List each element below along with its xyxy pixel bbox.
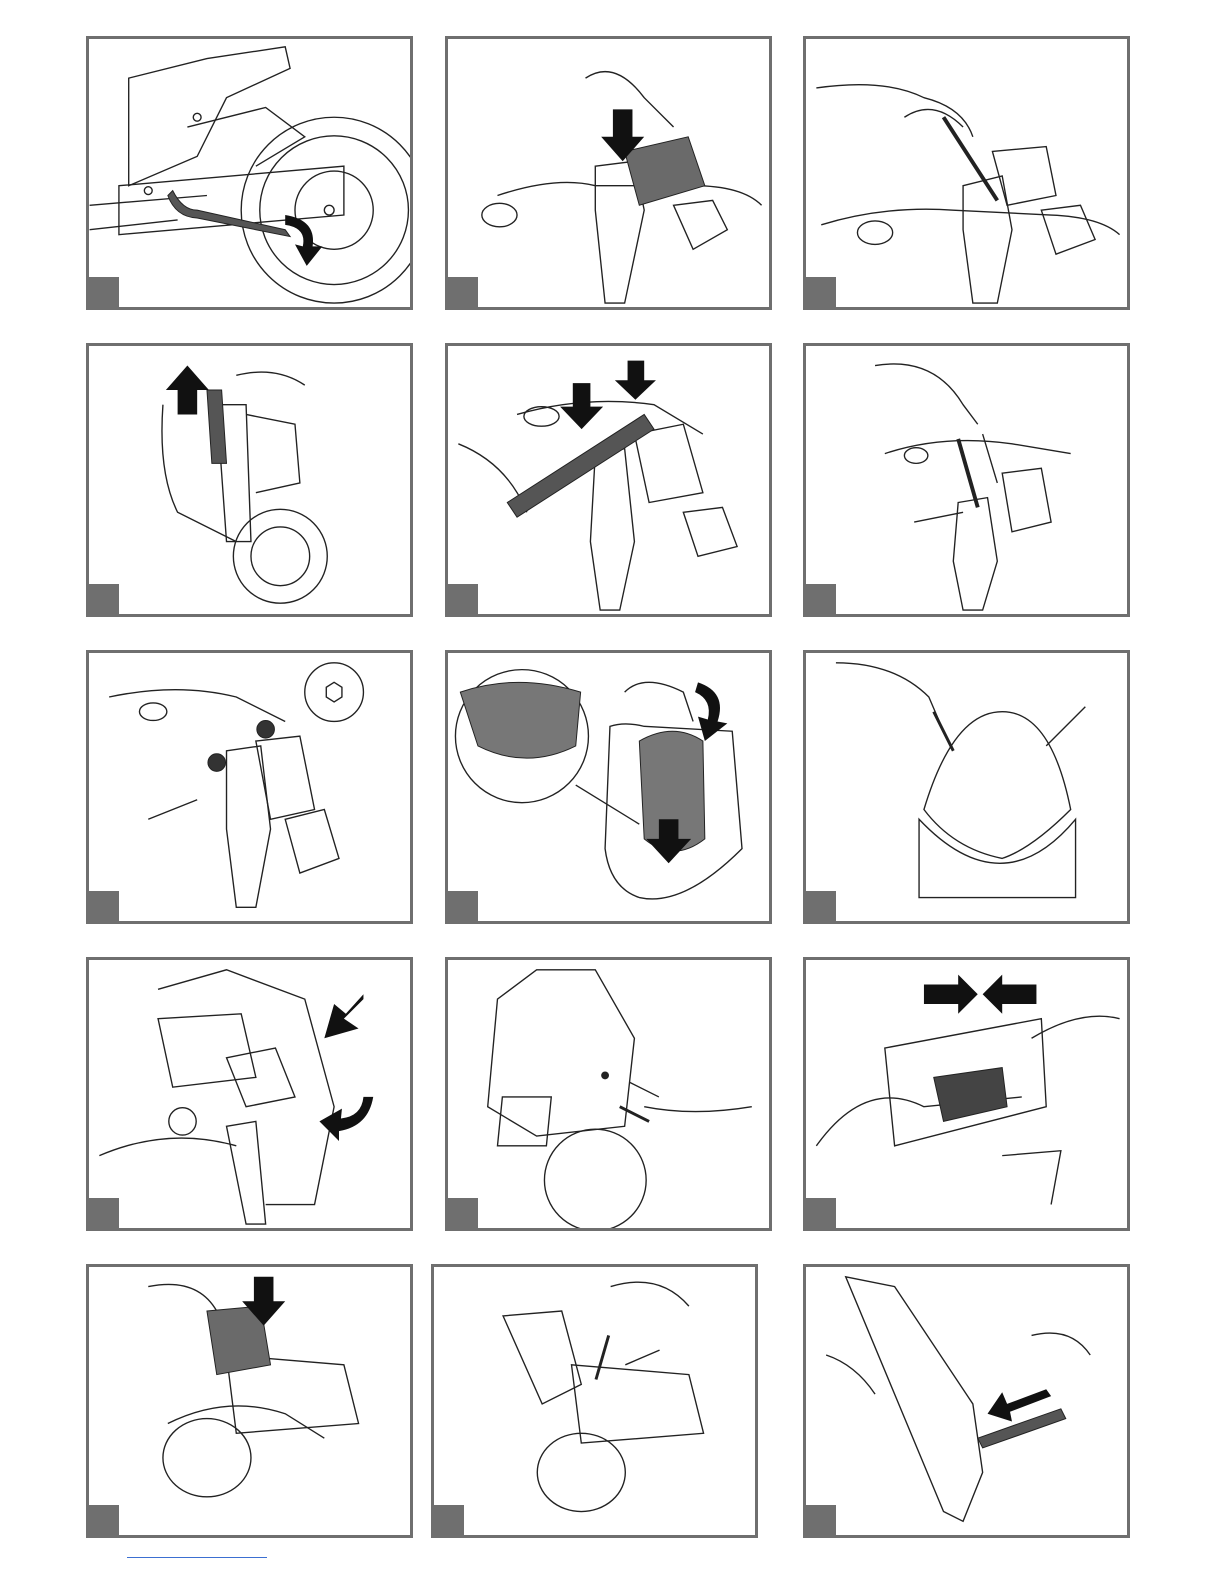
handlebar-install-icon xyxy=(448,346,769,614)
step-number-badge xyxy=(806,1505,836,1535)
step-number-badge xyxy=(89,584,119,614)
down-arrow-icon xyxy=(615,361,656,400)
step-number-badge xyxy=(448,277,478,307)
step-panel-15 xyxy=(803,1264,1130,1538)
connector-join-icon xyxy=(806,960,1127,1228)
pointer-arrow-icon xyxy=(1046,707,1085,746)
down-arrow-icon xyxy=(560,383,603,429)
step-number-badge xyxy=(806,277,836,307)
screwdriver-fork-clamp-icon xyxy=(806,346,1127,614)
curved-arrow-icon xyxy=(695,682,727,741)
handlebar-lift-icon xyxy=(89,346,410,614)
step-panel-5 xyxy=(445,343,772,617)
pointer-arrow-icon xyxy=(630,1082,659,1097)
instrument-cluster-removal-icon xyxy=(448,39,769,307)
curved-arrow-icon xyxy=(319,1097,373,1141)
step-number-badge xyxy=(448,891,478,921)
step-panel-14 xyxy=(431,1264,758,1538)
rear-wheel-stand-lever-icon xyxy=(89,39,410,307)
footer-rule xyxy=(127,1557,267,1558)
step-number-badge xyxy=(448,1198,478,1228)
fairing-removal-icon xyxy=(89,960,410,1228)
battery-install-icon xyxy=(89,1267,410,1535)
diagonal-arrow-icon xyxy=(324,994,363,1038)
side-fairing-screw-icon xyxy=(448,960,769,1228)
step-panel-1 xyxy=(86,36,413,310)
step-number-badge xyxy=(89,277,119,307)
pointer-arrow-icon xyxy=(625,1350,659,1365)
step-panel-9 xyxy=(803,650,1130,924)
windscreen-screw-icon xyxy=(806,653,1127,921)
step-number-badge xyxy=(448,584,478,614)
step-number-badge xyxy=(806,891,836,921)
step-panel-2 xyxy=(445,36,772,310)
step-number-badge xyxy=(434,1505,464,1535)
tail-tube-insert-icon xyxy=(806,1267,1127,1535)
step-panel-11 xyxy=(445,957,772,1231)
step-number-badge xyxy=(89,1505,119,1535)
right-arrow-icon xyxy=(924,975,978,1014)
step-panel-10 xyxy=(86,957,413,1231)
step-number-badge xyxy=(806,1198,836,1228)
step-panel-12 xyxy=(803,957,1130,1231)
left-arrow-icon xyxy=(983,975,1037,1014)
step-panel-8 xyxy=(445,650,772,924)
up-arrow-icon xyxy=(166,366,209,415)
step-number-badge xyxy=(89,891,119,921)
step-number-badge xyxy=(806,584,836,614)
step-number-badge xyxy=(89,1198,119,1228)
step-panel-3 xyxy=(803,36,1130,310)
fork-nut-detail-icon xyxy=(89,653,410,921)
battery-screw-icon xyxy=(434,1267,755,1535)
step-panel-4 xyxy=(86,343,413,617)
screwdriver-instrument-cluster-icon xyxy=(806,39,1127,307)
curved-arrow-icon xyxy=(285,215,322,266)
step-panel-13 xyxy=(86,1264,413,1538)
step-panel-7 xyxy=(86,650,413,924)
step-panel-6 xyxy=(803,343,1130,617)
windscreen-fitting-detail-icon xyxy=(448,653,769,921)
